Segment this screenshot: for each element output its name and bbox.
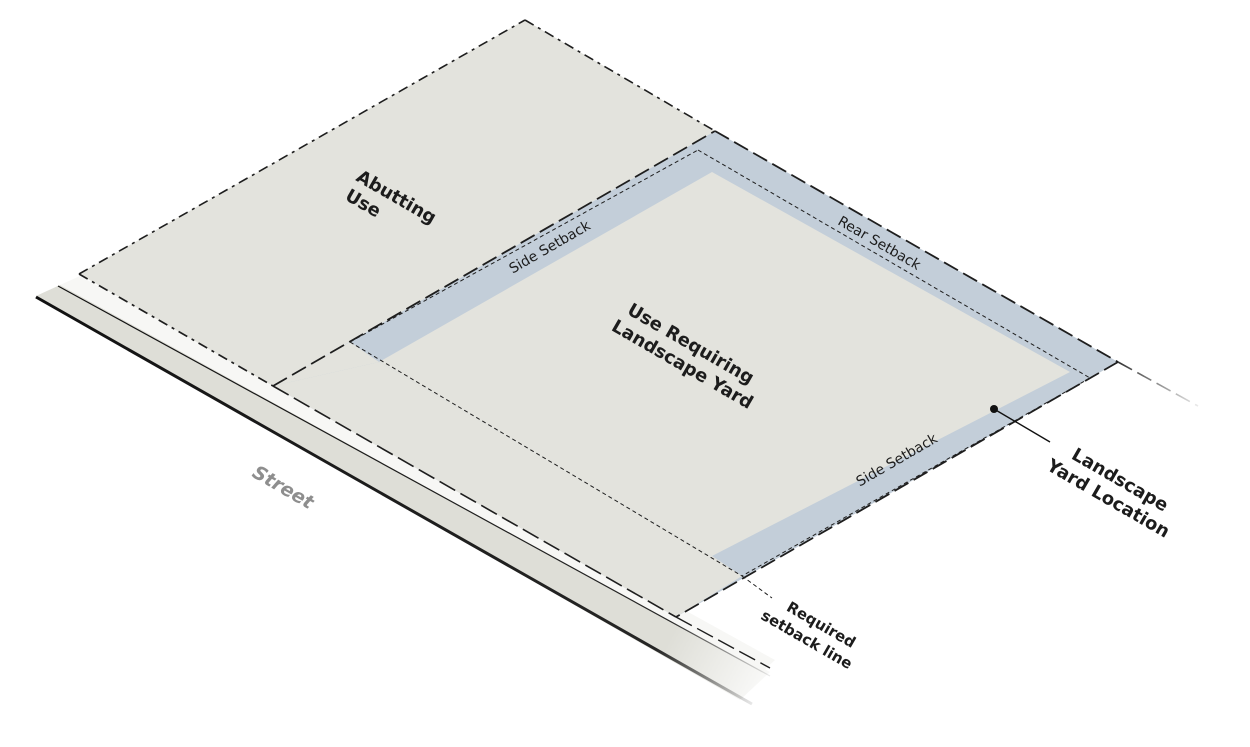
abutting-use-lot: [79, 20, 715, 386]
buildable-area: [379, 172, 1070, 556]
landscape-yard-location-label: Landscape Yard Location: [1042, 436, 1184, 543]
abutting-front-line: [78, 273, 274, 387]
front-lot-line: [272, 385, 677, 618]
lot-line-extension: [1117, 361, 1199, 407]
front-left-gap: [273, 342, 379, 386]
curb-inner-line: [57, 285, 771, 677]
curb-band: [36, 285, 770, 700]
rear-setback-line: [697, 149, 1091, 379]
leader-line: [993, 408, 1051, 443]
setback-lines: [349, 149, 1091, 599]
right-side-lot-line: [675, 361, 1119, 618]
lot-lines: [78, 19, 1199, 669]
curb-white-strip: [60, 276, 775, 672]
setback-line-pointer: [741, 575, 773, 599]
front-line-extension: [675, 616, 771, 669]
street-label: Street: [249, 461, 319, 514]
front-yard-area: [273, 362, 742, 617]
front-setback-line: [349, 341, 743, 577]
shared-lot-line: [272, 130, 716, 387]
rear-lot-line: [714, 130, 1119, 363]
curb-edge-line: [35, 295, 753, 706]
side-setback-line-left: [349, 149, 699, 343]
side-setback-line-right: [741, 377, 1091, 577]
landscape-yard-leader: [990, 405, 1051, 443]
street-curb: [35, 276, 775, 706]
abutting-rear-line: [78, 19, 526, 275]
